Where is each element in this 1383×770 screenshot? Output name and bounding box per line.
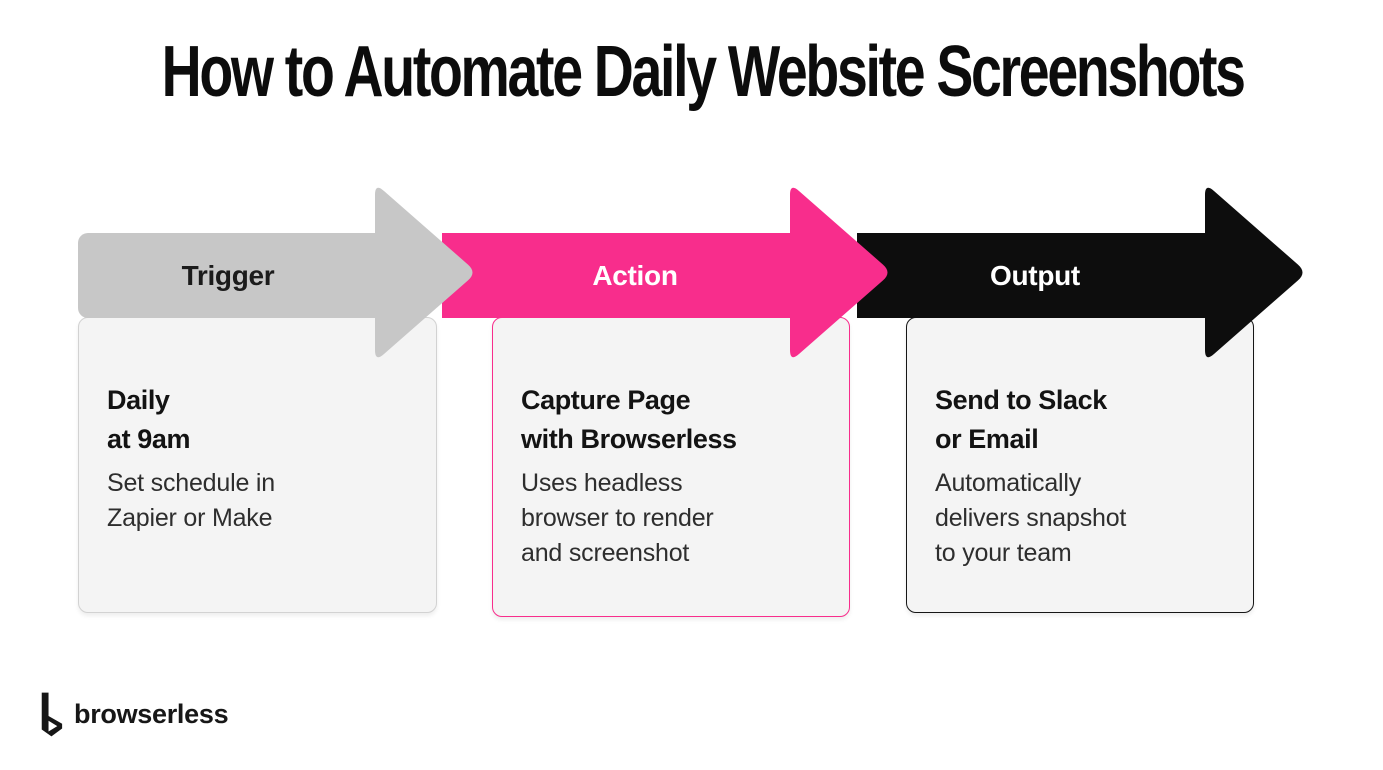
trigger-arrow <box>78 187 473 358</box>
browserless-b-icon <box>41 692 63 737</box>
card-title-line: Send to Slack <box>935 385 1107 415</box>
browserless-logo-text: browserless <box>74 698 229 729</box>
action-arrow-label: Action <box>592 260 678 291</box>
card-body-line: and screenshot <box>521 539 690 567</box>
output-card-description: Automatically delivers snapshot to your … <box>935 466 1229 571</box>
trigger-card-description: Set schedule in Zapier or Make <box>107 466 412 536</box>
output-card-title: Send to Slack or Email <box>935 381 1229 459</box>
output-card: Send to Slack or Email Automatically del… <box>906 317 1254 613</box>
card-title-line: with Browserless <box>521 424 737 454</box>
action-arrow-head-icon <box>790 187 888 358</box>
card-body-line: delivers snapshot <box>935 504 1127 532</box>
card-body-line: Set schedule in <box>107 469 275 497</box>
page-title: How to Automate Daily Website Screenshot… <box>0 36 1383 108</box>
output-arrow-body <box>857 233 1219 318</box>
trigger-arrow-head-icon <box>375 187 473 358</box>
card-title-line: at 9am <box>107 424 191 454</box>
action-arrow <box>442 187 888 358</box>
trigger-arrow-label: Trigger <box>181 260 275 291</box>
card-body-line: Zapier or Make <box>107 504 273 532</box>
trigger-card: Daily at 9am Set schedule in Zapier or M… <box>78 317 437 613</box>
card-body-line: Uses headless <box>521 469 683 497</box>
action-card-description: Uses headless browser to render and scre… <box>521 466 825 571</box>
action-arrow-body <box>442 233 804 318</box>
trigger-arrow-body <box>78 233 391 318</box>
output-arrow-label: Output <box>990 260 1080 291</box>
card-body-line: Automatically <box>935 469 1082 497</box>
card-title-line: Daily <box>107 385 170 415</box>
browserless-logo: browserless <box>33 689 229 739</box>
card-body-line: to your team <box>935 539 1072 567</box>
action-card-title: Capture Page with Browserless <box>521 381 825 459</box>
card-title-line: Capture Page <box>521 385 691 415</box>
action-card: Capture Page with Browserless Uses headl… <box>492 317 850 617</box>
card-body-line: browser to render <box>521 504 714 532</box>
output-arrow <box>857 187 1303 358</box>
card-title-line: or Email <box>935 424 1039 454</box>
page-title-text: How to Automate Daily Website Screenshot… <box>161 32 1246 112</box>
output-arrow-head-icon <box>1205 187 1303 358</box>
trigger-card-title: Daily at 9am <box>107 381 412 459</box>
